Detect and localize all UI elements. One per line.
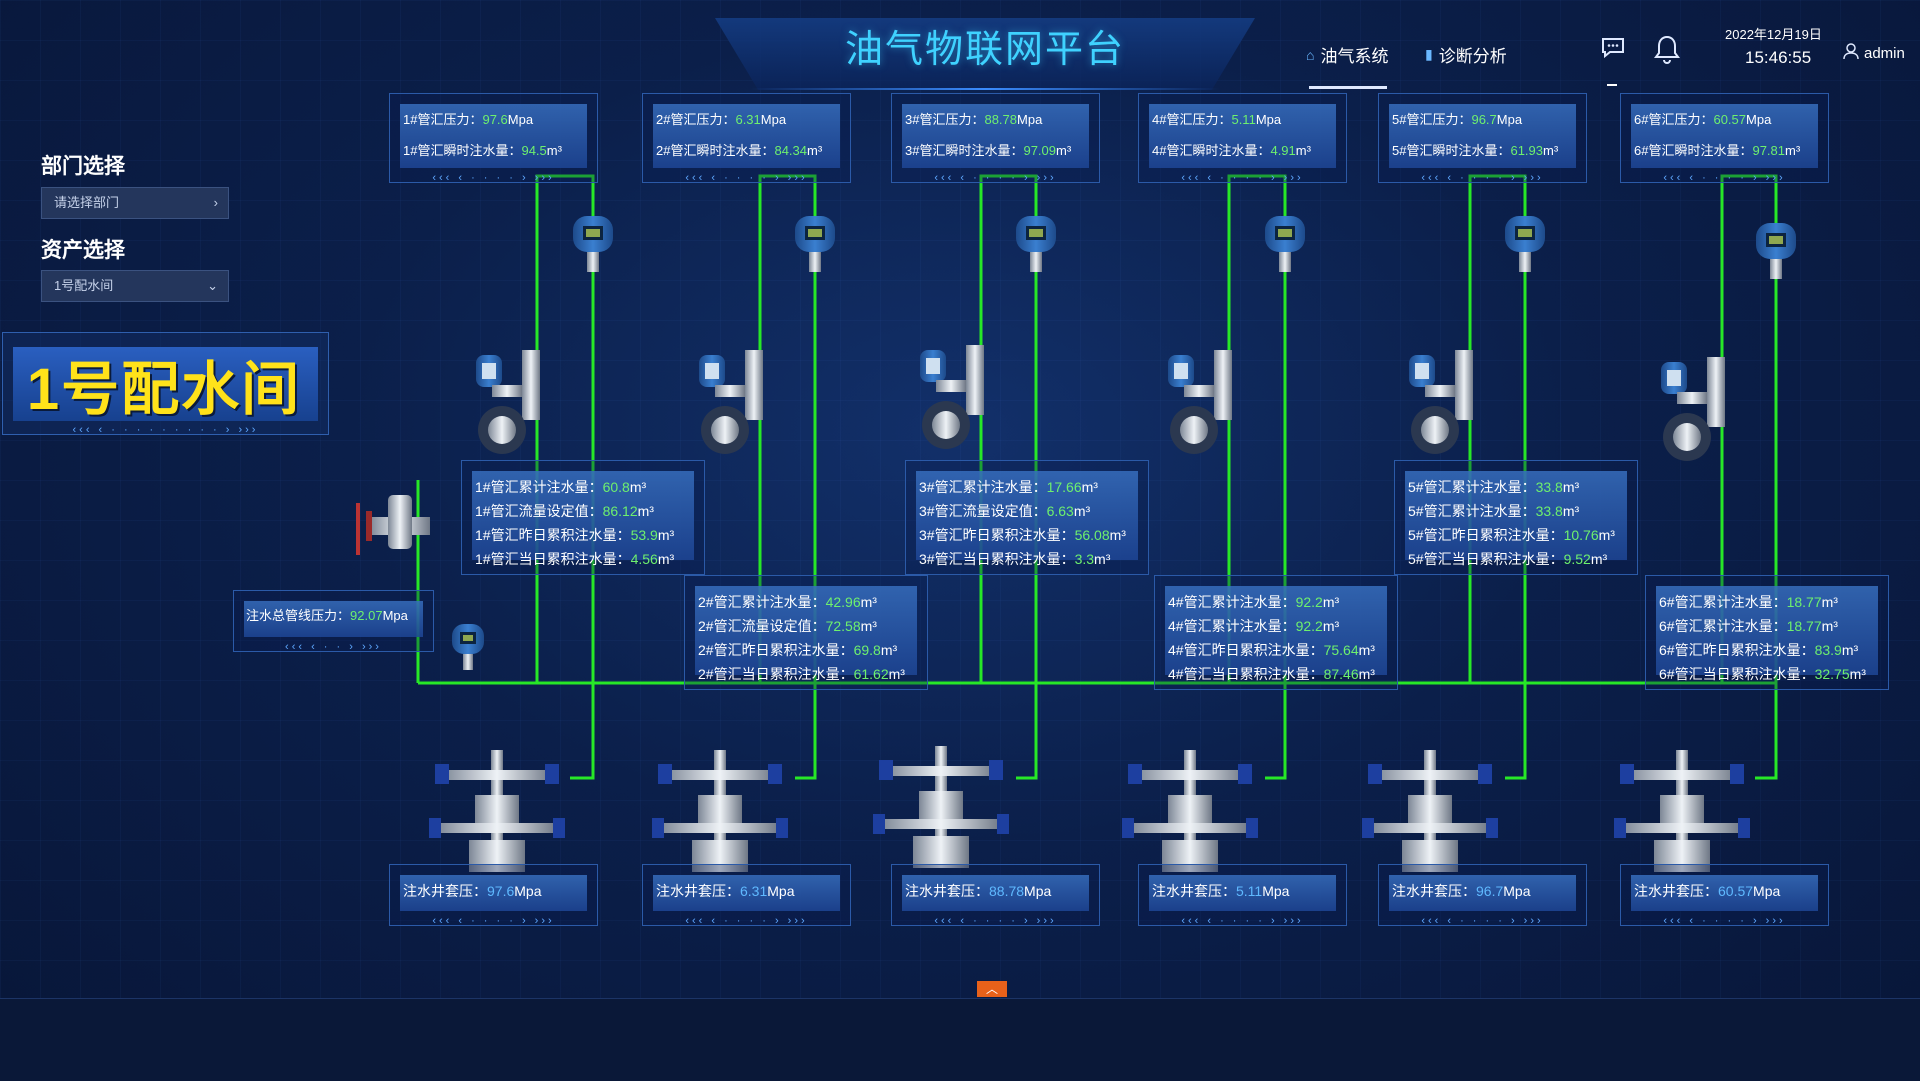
- dept-label: 部门选择: [41, 155, 125, 178]
- message-indicator: [1607, 84, 1617, 86]
- chevron-right-icon: ›: [213, 195, 218, 210]
- asset-select[interactable]: 1号配水间 ⌄: [41, 270, 229, 302]
- arrow-decoration: ‹‹‹ ‹ · · · · › ›››: [432, 172, 555, 184]
- arrow-decoration: ‹‹‹ ‹ · · · · › ›››: [1181, 915, 1304, 927]
- arrow-decoration: ‹‹‹ ‹ · · · · › ›››: [685, 915, 808, 927]
- manifold-2-card: 2#管汇压力：6.31Mpa 2#管汇瞬时注水量：84.34m³ ‹‹‹ ‹ ·…: [642, 93, 851, 184]
- chevron-down-icon: ⌄: [207, 278, 218, 293]
- manifold-2-detail: 2#管汇累计注水量：42.96m³ 2#管汇流量设定值：72.58m³ 2#管汇…: [684, 575, 928, 690]
- room-title-box: ‹‹‹ ‹ · · · · · · · · · › ›››: [2, 332, 329, 436]
- manifold-1-card: 1#管汇压力：97.6Mpa 1#管汇瞬时注水量：94.5m³ ‹‹‹ ‹ · …: [389, 93, 598, 184]
- expand-panel-button[interactable]: ︿: [977, 981, 1007, 997]
- well-2-card: 注水井套压：6.31Mpa ‹‹‹ ‹ · · · · › ›››: [642, 864, 851, 927]
- title-banner: [715, 18, 1255, 90]
- manifold-3-detail: 3#管汇累计注水量：17.66m³ 3#管汇流量设定值：6.63m³ 3#管汇昨…: [905, 460, 1149, 575]
- arrow-decoration: ‹‹‹ ‹ · · · · › ›››: [934, 172, 1057, 184]
- user-icon: [1842, 42, 1860, 64]
- arrow-decoration: ‹‹‹ ‹ · · · · › ›››: [1181, 172, 1304, 184]
- time-display: 15:46:55: [1745, 48, 1812, 67]
- arrow-decoration: ‹‹‹ ‹ · · · · › ›››: [685, 172, 808, 184]
- page-title: 油气物联网平台: [844, 29, 1125, 71]
- chevron-up-icon: ︿: [985, 982, 998, 996]
- total-pressure-card: 注水总管线压力：92.07Mpa ‹‹‹ ‹ · · › ›››: [233, 590, 434, 653]
- manifold-3-card: 3#管汇压力：88.78Mpa 3#管汇瞬时注水量：97.09m³ ‹‹‹ ‹ …: [891, 93, 1100, 184]
- well-1-card: 注水井套压：97.6Mpa ‹‹‹ ‹ · · · · › ›››: [389, 864, 598, 927]
- well-3-card: 注水井套压：88.78Mpa ‹‹‹ ‹ · · · · › ›››: [891, 864, 1100, 927]
- arrow-decoration: ‹‹‹ ‹ · · · · › ›››: [1421, 172, 1544, 184]
- asset-value: 1号配水间: [54, 278, 114, 293]
- title-underline: [750, 88, 1220, 90]
- pipe-diagram: [356, 174, 1796, 872]
- nav-label: 油气系统: [1320, 47, 1389, 66]
- well-5-card: 注水井套压：96.7Mpa ‹‹‹ ‹ · · · · › ›››: [1378, 864, 1587, 927]
- arrow-decoration: ‹‹‹ ‹ · · · · › ›››: [1421, 915, 1544, 927]
- nav-label: 诊断分析: [1438, 47, 1507, 66]
- manifold-5-card: 5#管汇压力：96.7Mpa 5#管汇瞬时注水量：61.93m³ ‹‹‹ ‹ ·…: [1378, 93, 1587, 184]
- manifold-4-card: 4#管汇压力：5.11Mpa 4#管汇瞬时注水量：4.91m³ ‹‹‹ ‹ · …: [1138, 93, 1347, 184]
- dept-select[interactable]: 请选择部门 ›: [41, 187, 229, 219]
- manifold-1-detail: 1#管汇累计注水量：60.8m³ 1#管汇流量设定值：86.12m³ 1#管汇昨…: [461, 460, 705, 575]
- arrow-decoration: ‹‹‹ ‹ · · · · › ›››: [1663, 172, 1786, 184]
- arrow-decoration: ‹‹‹ ‹ · · · · › ›››: [1663, 915, 1786, 927]
- bell-icon[interactable]: [1654, 34, 1680, 71]
- bottom-panel: [0, 998, 1920, 1081]
- room-title: 1号配水间: [26, 357, 302, 422]
- home-icon: ⌂: [1306, 46, 1315, 63]
- manifold-6-detail: 6#管汇累计注水量：18.77m³ 6#管汇累计注水量：18.77m³ 6#管汇…: [1645, 575, 1889, 690]
- user-name: admin: [1864, 44, 1905, 62]
- message-icon[interactable]: [1600, 34, 1626, 67]
- arrow-decoration: ‹‹‹ ‹ · · · · · · · · · › ›››: [72, 424, 259, 436]
- date-display: 2022年12月19日: [1725, 27, 1822, 42]
- well-4-card: 注水井套压：5.11Mpa ‹‹‹ ‹ · · · · › ›››: [1138, 864, 1347, 927]
- arrow-decoration: ‹‹‹ ‹ · · · · › ›››: [934, 915, 1057, 927]
- nav-active-indicator: [1309, 86, 1387, 89]
- bar-chart-icon: ▮: [1425, 46, 1433, 62]
- manifold-5-detail: 5#管汇累计注水量：33.8m³ 5#管汇累计注水量：33.8m³ 5#管汇昨日…: [1394, 460, 1638, 575]
- asset-label: 资产选择: [41, 239, 125, 262]
- well-6-card: 注水井套压：60.57Mpa ‹‹‹ ‹ · · · · › ›››: [1620, 864, 1829, 927]
- user-menu[interactable]: admin: [1842, 42, 1905, 64]
- nav-item-diagnosis[interactable]: ▮ 诊断分析: [1425, 42, 1507, 67]
- arrow-decoration: ‹‹‹ ‹ · · › ›››: [285, 641, 382, 653]
- manifold-4-detail: 4#管汇累计注水量：92.2m³ 4#管汇累计注水量：92.2m³ 4#管汇昨日…: [1154, 575, 1398, 690]
- dept-placeholder: 请选择部门: [54, 195, 120, 210]
- manifold-6-card: 6#管汇压力：60.57Mpa 6#管汇瞬时注水量：97.81m³ ‹‹‹ ‹ …: [1620, 93, 1829, 184]
- nav-item-oil-gas[interactable]: ⌂ 油气系统: [1306, 42, 1388, 67]
- arrow-decoration: ‹‹‹ ‹ · · · · › ›››: [432, 915, 555, 927]
